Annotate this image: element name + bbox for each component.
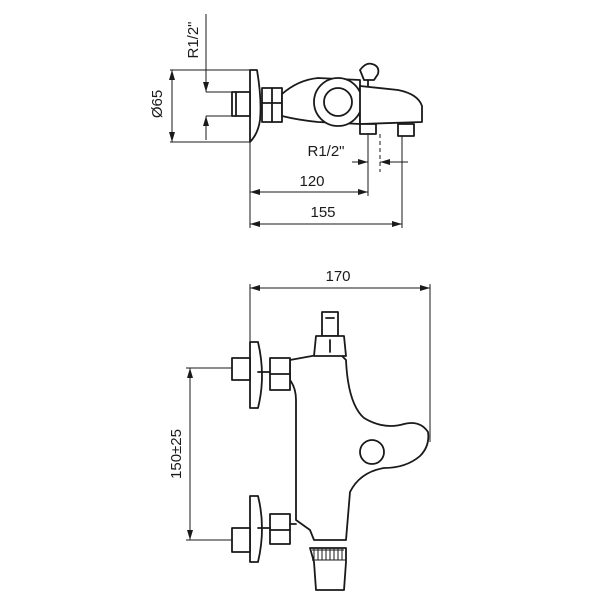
front-view: 170 150±25 — [168, 268, 431, 591]
arrow-120-left — [250, 189, 260, 195]
arrow-diameter-bottom — [169, 132, 175, 142]
arrow-outlet-right — [380, 159, 390, 165]
side-wall-plate — [249, 69, 262, 143]
arrow-spacing-bottom — [187, 530, 193, 540]
front-lower-wall-plate — [249, 495, 263, 563]
label-inlet-spacing: 150±25 — [168, 429, 185, 479]
arrow-inlet-top — [203, 82, 209, 92]
arrow-155-left — [250, 221, 260, 227]
label-outlet-thread: R1/2" — [307, 143, 344, 160]
front-upper-inlet-stub — [231, 357, 251, 381]
arrow-spacing-top — [187, 368, 193, 378]
front-outlet-knurl — [312, 548, 346, 561]
label-outlet-distance: 120 — [299, 173, 324, 190]
front-diverter-button — [359, 439, 385, 465]
arrow-outlet-left — [358, 159, 368, 165]
arrow-170-left — [250, 285, 260, 291]
front-upper-wall-plate — [249, 341, 263, 409]
arrow-155-right — [392, 221, 402, 227]
side-view: Ø65 R1/2" R1/2" 120 155 — [149, 14, 423, 228]
arrow-170-right — [420, 285, 430, 291]
label-overall-depth: 155 — [310, 204, 335, 221]
side-inlet-stub — [231, 91, 251, 117]
front-lower-nut — [269, 513, 291, 545]
front-main-body — [289, 353, 430, 541]
side-spout — [359, 85, 423, 125]
label-diameter: Ø65 — [149, 90, 166, 118]
label-overall-width: 170 — [325, 268, 350, 285]
label-inlet-thread: R1/2" — [185, 21, 202, 58]
arrow-diameter-top — [169, 70, 175, 80]
arrow-inlet-bottom — [203, 116, 209, 126]
side-diverter-knob — [359, 62, 380, 81]
arrow-120-right — [358, 189, 368, 195]
side-outlet-left — [359, 123, 377, 135]
front-lower-inlet-stub — [231, 527, 251, 553]
side-outlet-right — [397, 123, 415, 137]
side-thermostat-inner — [323, 87, 353, 117]
front-bottom-outlet — [309, 547, 347, 591]
front-thermostat-knob — [321, 311, 339, 337]
